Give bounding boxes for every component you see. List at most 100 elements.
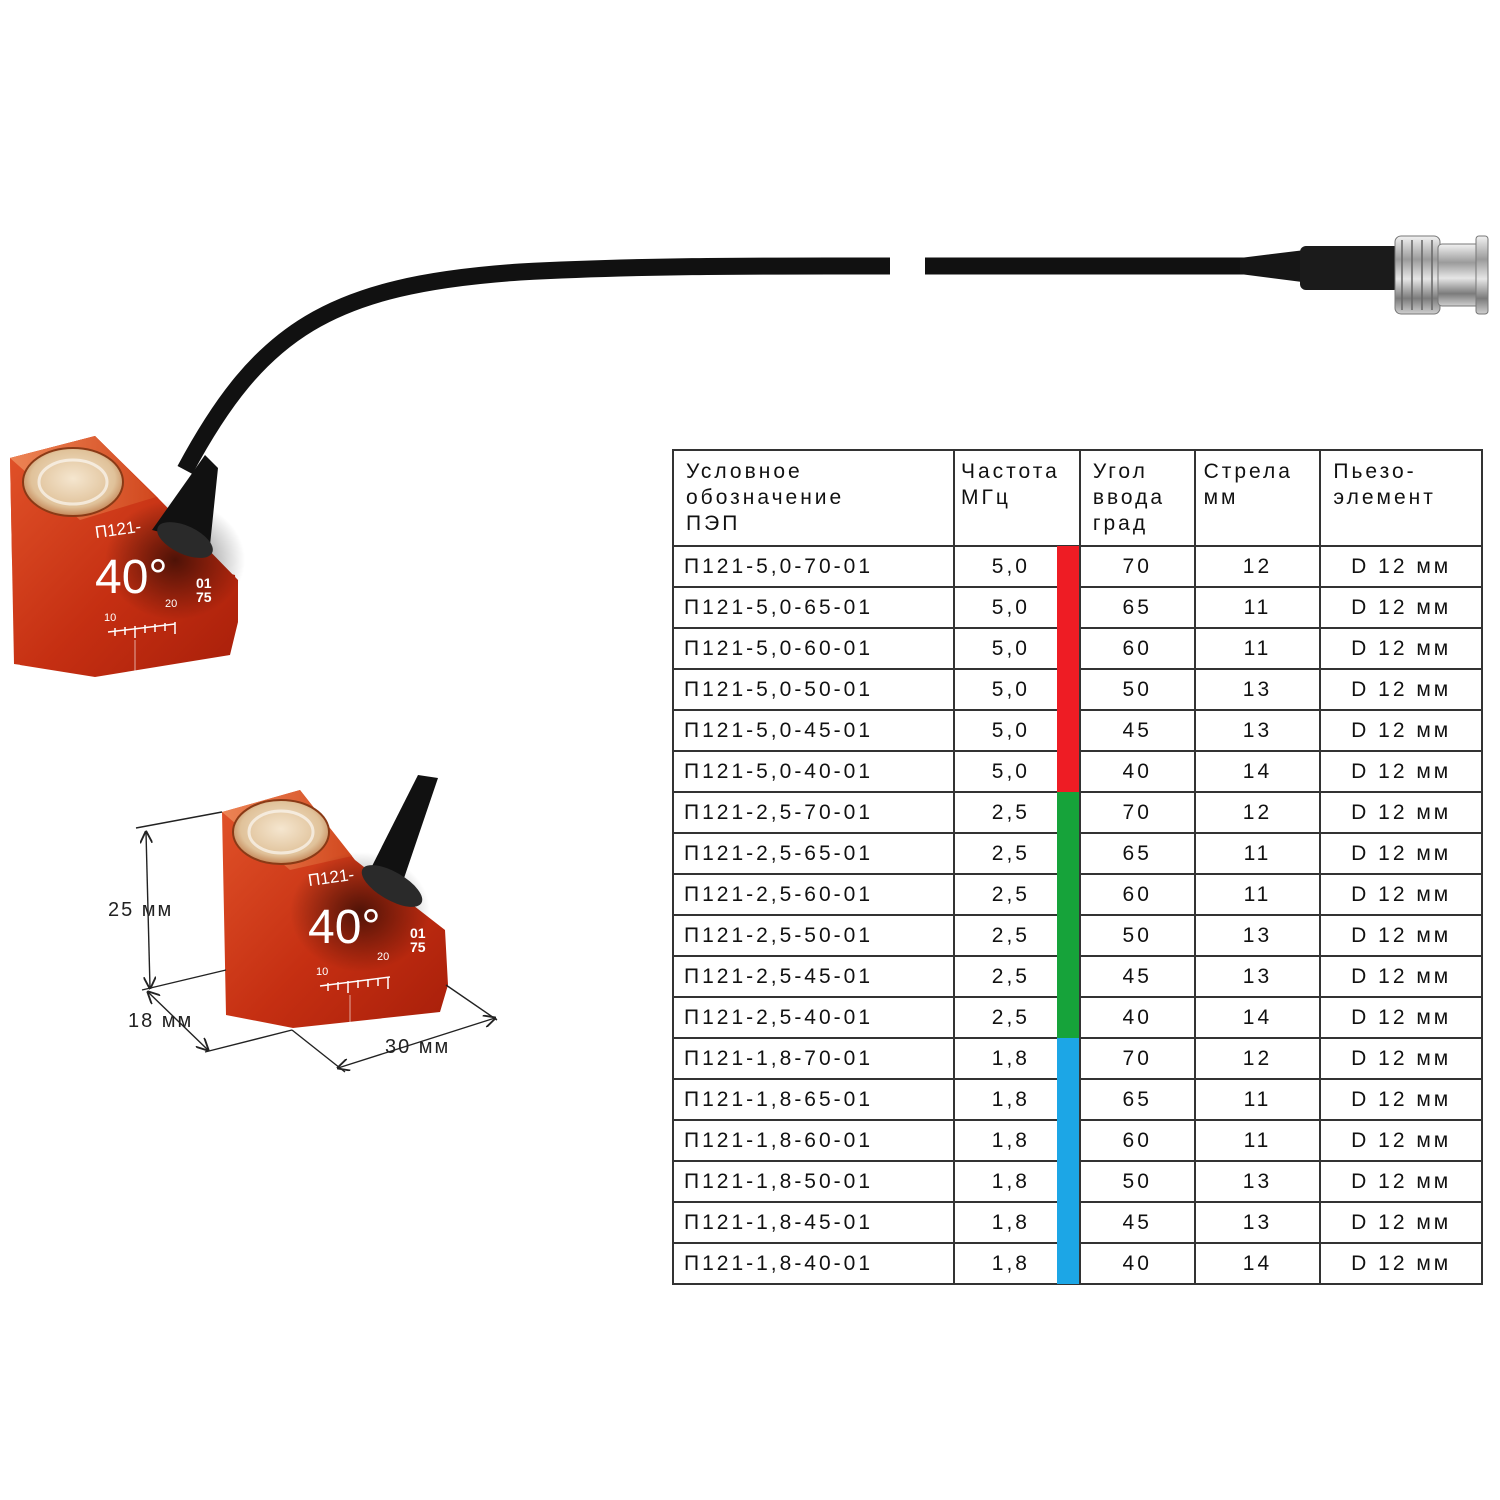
cell-piezo: D 12 мм	[1319, 1160, 1483, 1203]
cell-angle-text: 65	[1122, 1087, 1152, 1111]
cell-model: П121-1,8-60-01	[672, 1119, 955, 1162]
cell-piezo-text: D 12 мм	[1351, 718, 1452, 742]
cell-angle-text: 65	[1122, 841, 1152, 865]
cell-angle-text: 45	[1122, 964, 1152, 988]
cell-arrow: 11	[1193, 832, 1322, 875]
cell-frequency: 1,8	[952, 1078, 1081, 1121]
frequency-color-bar	[1056, 1243, 1079, 1284]
cell-piezo-text: D 12 мм	[1351, 1046, 1452, 1070]
cell-arrow: 12	[1193, 791, 1322, 834]
cell-frequency-text: 5,0	[991, 718, 1030, 742]
cell-arrow-text: 14	[1242, 1005, 1273, 1029]
cell-model: П121-2,5-50-01	[672, 914, 955, 957]
cable	[177, 246, 1400, 475]
cell-frequency-text: 5,0	[991, 595, 1030, 619]
cell-model-text: П121-2,5-45-01	[684, 964, 874, 988]
frequency-color-bar	[1056, 1161, 1079, 1202]
frequency-color-bar	[1056, 546, 1079, 587]
cell-arrow: 14	[1193, 996, 1322, 1039]
cell-frequency-text: 1,8	[991, 1169, 1030, 1193]
cell-arrow-text: 13	[1242, 923, 1273, 947]
table-row: П121-2,5-45-01 2,5 45 13 D 12 мм	[672, 955, 1483, 998]
cell-model-text: П121-1,8-65-01	[684, 1087, 874, 1111]
cell-model: П121-2,5-70-01	[672, 791, 955, 834]
cell-arrow: 14	[1193, 1242, 1322, 1285]
cell-arrow: 13	[1193, 668, 1322, 711]
cell-frequency: 1,8	[952, 1119, 1081, 1162]
cell-arrow: 11	[1193, 627, 1322, 670]
cell-frequency: 5,0	[952, 627, 1081, 670]
cell-angle: 45	[1078, 1201, 1196, 1244]
cell-piezo-text: D 12 мм	[1351, 677, 1452, 701]
cell-piezo-text: D 12 мм	[1351, 554, 1452, 578]
cell-arrow: 11	[1193, 1078, 1322, 1121]
header-model: Условное обозначение ПЭП	[672, 449, 955, 547]
cell-arrow: 13	[1193, 1201, 1322, 1244]
cell-angle: 70	[1078, 545, 1196, 588]
cell-frequency-text: 1,8	[991, 1087, 1030, 1111]
cell-model: П121-5,0-40-01	[672, 750, 955, 793]
cell-arrow-text: 11	[1243, 841, 1272, 865]
cell-model: П121-5,0-70-01	[672, 545, 955, 588]
cell-piezo: D 12 мм	[1319, 545, 1483, 588]
cell-frequency: 5,0	[952, 709, 1081, 752]
cell-piezo-text: D 12 мм	[1351, 1128, 1452, 1152]
cell-model: П121-1,8-65-01	[672, 1078, 955, 1121]
cell-frequency: 1,8	[952, 1037, 1081, 1080]
cell-angle-text: 50	[1122, 677, 1152, 701]
cell-frequency: 2,5	[952, 791, 1081, 834]
cell-piezo: D 12 мм	[1319, 586, 1483, 629]
cell-frequency-text: 1,8	[991, 1046, 1030, 1070]
cell-angle: 40	[1078, 996, 1196, 1039]
cell-frequency-text: 5,0	[991, 759, 1030, 783]
frequency-color-bar	[1056, 956, 1079, 997]
cell-angle-text: 45	[1122, 1210, 1152, 1234]
cell-piezo-text: D 12 мм	[1351, 759, 1452, 783]
cell-arrow: 11	[1193, 873, 1322, 916]
probe-angle-stamp-dim: 40°	[308, 901, 381, 954]
cell-model-text: П121-1,8-60-01	[684, 1128, 874, 1152]
cell-arrow-text: 13	[1242, 964, 1273, 988]
cell-arrow-text: 14	[1242, 1251, 1273, 1275]
cell-model-text: П121-2,5-40-01	[684, 1005, 874, 1029]
cell-frequency-text: 1,8	[991, 1210, 1030, 1234]
cell-angle: 70	[1078, 1037, 1196, 1080]
cell-piezo-text: D 12 мм	[1351, 1005, 1452, 1029]
cell-angle: 45	[1078, 955, 1196, 998]
cell-model: П121-1,8-50-01	[672, 1160, 955, 1203]
cell-angle: 40	[1078, 750, 1196, 793]
cell-frequency-text: 2,5	[991, 882, 1030, 906]
cell-arrow-text: 12	[1242, 1046, 1273, 1070]
cell-arrow-text: 13	[1242, 1169, 1273, 1193]
cell-angle: 70	[1078, 791, 1196, 834]
cell-model: П121-5,0-65-01	[672, 586, 955, 629]
cell-piezo: D 12 мм	[1319, 955, 1483, 998]
cell-piezo: D 12 мм	[1319, 873, 1483, 916]
cell-piezo-text: D 12 мм	[1351, 882, 1452, 906]
probe-scale-right-top: 20	[165, 598, 178, 610]
cell-frequency: 2,5	[952, 996, 1081, 1039]
cell-piezo-text: D 12 мм	[1351, 800, 1452, 824]
cell-angle: 60	[1078, 873, 1196, 916]
cell-arrow: 13	[1193, 1160, 1322, 1203]
cell-piezo: D 12 мм	[1319, 1078, 1483, 1121]
probe-angle-stamp-top: 40°	[95, 551, 168, 604]
cell-model: П121-2,5-60-01	[672, 873, 955, 916]
cell-piezo-text: D 12 мм	[1351, 1169, 1452, 1193]
table-header-row: Условное обозначение ПЭП Частота МГц Уго…	[672, 449, 1483, 547]
header-angle: Угол ввода град	[1078, 449, 1196, 547]
cell-piezo: D 12 мм	[1319, 668, 1483, 711]
cell-arrow-text: 12	[1242, 554, 1273, 578]
cell-angle-text: 40	[1122, 759, 1152, 783]
cell-frequency-text: 2,5	[991, 964, 1030, 988]
cell-piezo-text: D 12 мм	[1351, 1210, 1452, 1234]
cell-model-text: П121-5,0-60-01	[684, 636, 874, 660]
cell-frequency: 5,0	[952, 668, 1081, 711]
